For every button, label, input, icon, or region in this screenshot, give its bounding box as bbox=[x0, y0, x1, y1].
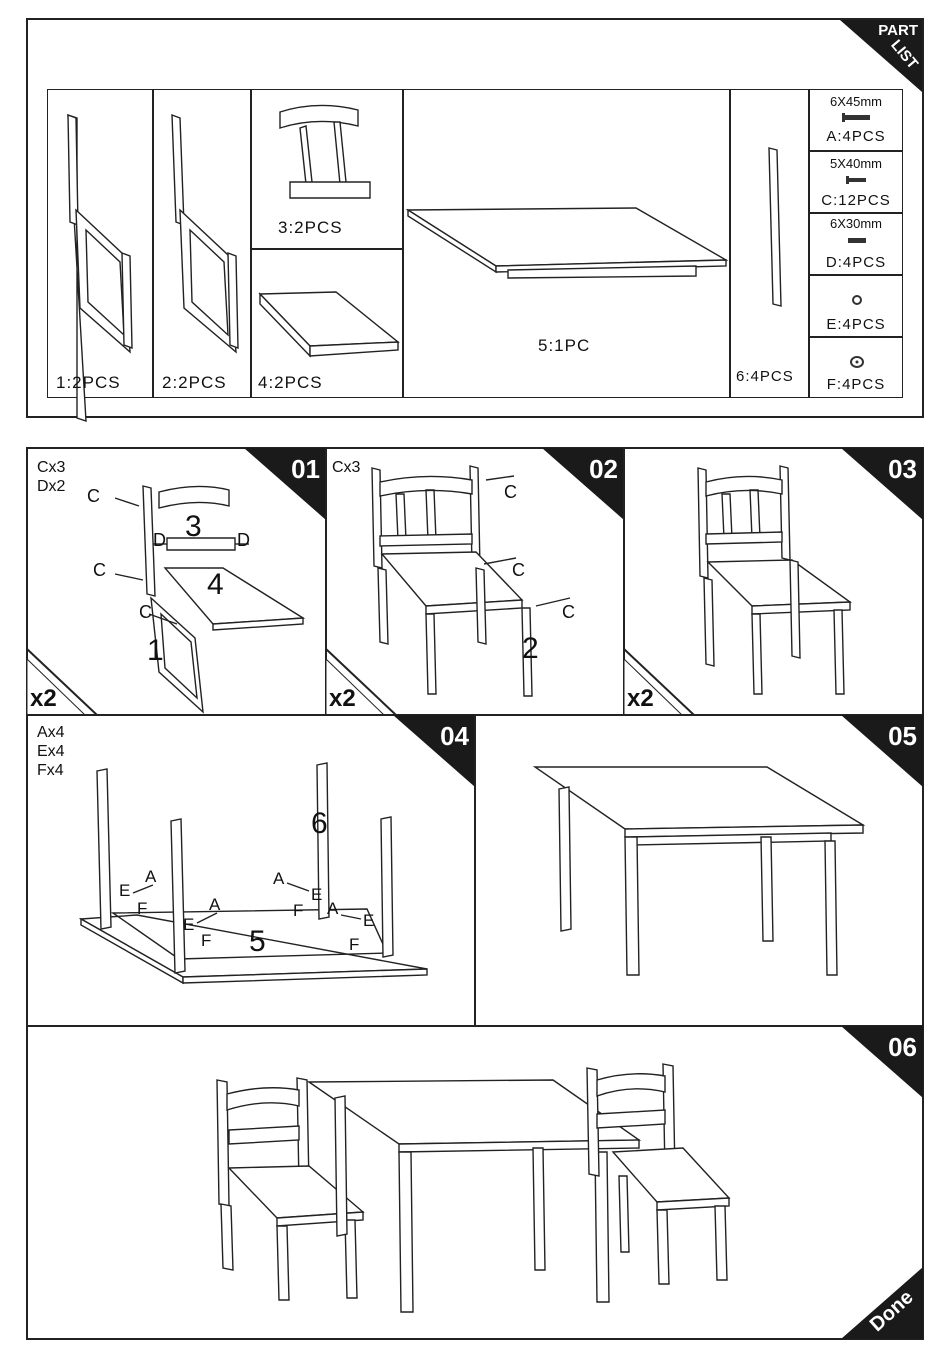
hardware-cell-e: E:4PCS bbox=[809, 275, 903, 337]
part-label-3: 3:2PCS bbox=[278, 218, 343, 238]
step-01-multiplier-corner: x2 bbox=[27, 649, 97, 715]
step-01-callout-d2: D bbox=[237, 530, 251, 551]
step-05-panel: 05 bbox=[474, 714, 924, 1027]
step-01-callout-d1: D bbox=[153, 530, 167, 551]
part-cell-4: 4:2PCS bbox=[251, 249, 403, 398]
hardware-cell-f: F:4PCS bbox=[809, 337, 903, 398]
step-02-multiplier: x2 bbox=[329, 685, 356, 713]
step-03-panel: 03 x2 bbox=[623, 447, 924, 716]
step-01-multiplier: x2 bbox=[30, 685, 57, 713]
step-02-multiplier-corner: x2 bbox=[326, 649, 396, 715]
step-01-part-1: 1 bbox=[147, 634, 164, 668]
step-06-panel: 06 Done bbox=[26, 1025, 924, 1340]
hardware-cell-a: 6X45mm A:4PCS bbox=[809, 89, 903, 151]
part-cell-6: 6:4PCS bbox=[730, 89, 809, 398]
step-04-panel: Ax4 Ex4 Fx4 04 A E F A E F A E F A E F 6… bbox=[26, 714, 476, 1027]
step-02-panel: Cx3 02 C C C 2 x2 bbox=[325, 447, 625, 716]
step-04-callout-a3: A bbox=[273, 869, 285, 889]
hardware-qty-e: E:4PCS bbox=[810, 316, 902, 333]
hardware-qty-a: A:4PCS bbox=[810, 128, 902, 145]
step-01-panel: Cx3 Dx2 01 C C C D D 3 4 1 x2 bbox=[26, 447, 327, 716]
done-corner: Done bbox=[841, 1267, 923, 1339]
part-label-4: 4:2PCS bbox=[258, 373, 323, 393]
part-label-5: 5:1PC bbox=[538, 336, 590, 356]
step-02-callout-c1: C bbox=[504, 482, 518, 503]
step-04-callout-f4: F bbox=[349, 935, 360, 955]
step-01-callout-c3: C bbox=[139, 602, 153, 623]
part-label-6: 6:4PCS bbox=[736, 368, 794, 385]
step-01-callout-c1: C bbox=[87, 486, 101, 507]
step-04-callout-a1: A bbox=[145, 867, 157, 887]
nut-icon bbox=[853, 296, 861, 304]
step-04-callout-f3: F bbox=[293, 901, 304, 921]
hardware-cell-d: 6X30mm D:4PCS bbox=[809, 213, 903, 275]
part-cell-5: 5:1PC bbox=[403, 89, 730, 398]
step-01-part-3: 3 bbox=[185, 510, 202, 544]
dowel-icon bbox=[848, 238, 866, 243]
hardware-qty-f: F:4PCS bbox=[810, 376, 902, 393]
step-04-callout-e1: E bbox=[119, 881, 131, 901]
part-cell-2: 2:2PCS bbox=[153, 89, 251, 398]
part-cell-3: 3:2PCS bbox=[251, 89, 403, 249]
step-02-callout-c3: C bbox=[562, 602, 576, 623]
part-list-badge: PART LIST bbox=[840, 20, 922, 92]
step-04-callout-e3: E bbox=[311, 885, 323, 905]
step-03-multiplier: x2 bbox=[627, 685, 654, 713]
bolt-icon bbox=[844, 115, 870, 120]
part-label-2: 2:2PCS bbox=[162, 373, 227, 393]
step-02-callout-c2: C bbox=[512, 560, 526, 581]
step-04-callout-f2: F bbox=[201, 931, 212, 951]
step-03-multiplier-corner: x2 bbox=[624, 649, 694, 715]
step-04-callout-f1: F bbox=[137, 899, 148, 919]
step-04-callout-a2: A bbox=[209, 895, 221, 915]
step-04-part-6: 6 bbox=[311, 807, 328, 841]
step-01-callout-c2: C bbox=[93, 560, 107, 581]
step-04-callout-e4: E bbox=[363, 911, 375, 931]
step-01-part-4: 4 bbox=[207, 568, 224, 602]
part-tag-line1: PART bbox=[878, 22, 918, 39]
hardware-qty-d: D:4PCS bbox=[810, 254, 902, 271]
part-label-1: 1:2PCS bbox=[56, 373, 121, 393]
step-04-callout-e2: E bbox=[183, 915, 195, 935]
step-02-part-2: 2 bbox=[522, 632, 539, 666]
screw-icon bbox=[848, 178, 866, 182]
hardware-qty-c: C:12PCS bbox=[810, 192, 902, 209]
step-04-callout-a4: A bbox=[327, 899, 339, 919]
step-04-part-5: 5 bbox=[249, 925, 266, 959]
part-cell-1: 1:2PCS bbox=[47, 89, 153, 398]
hardware-cell-c: 5X40mm C:12PCS bbox=[809, 151, 903, 213]
